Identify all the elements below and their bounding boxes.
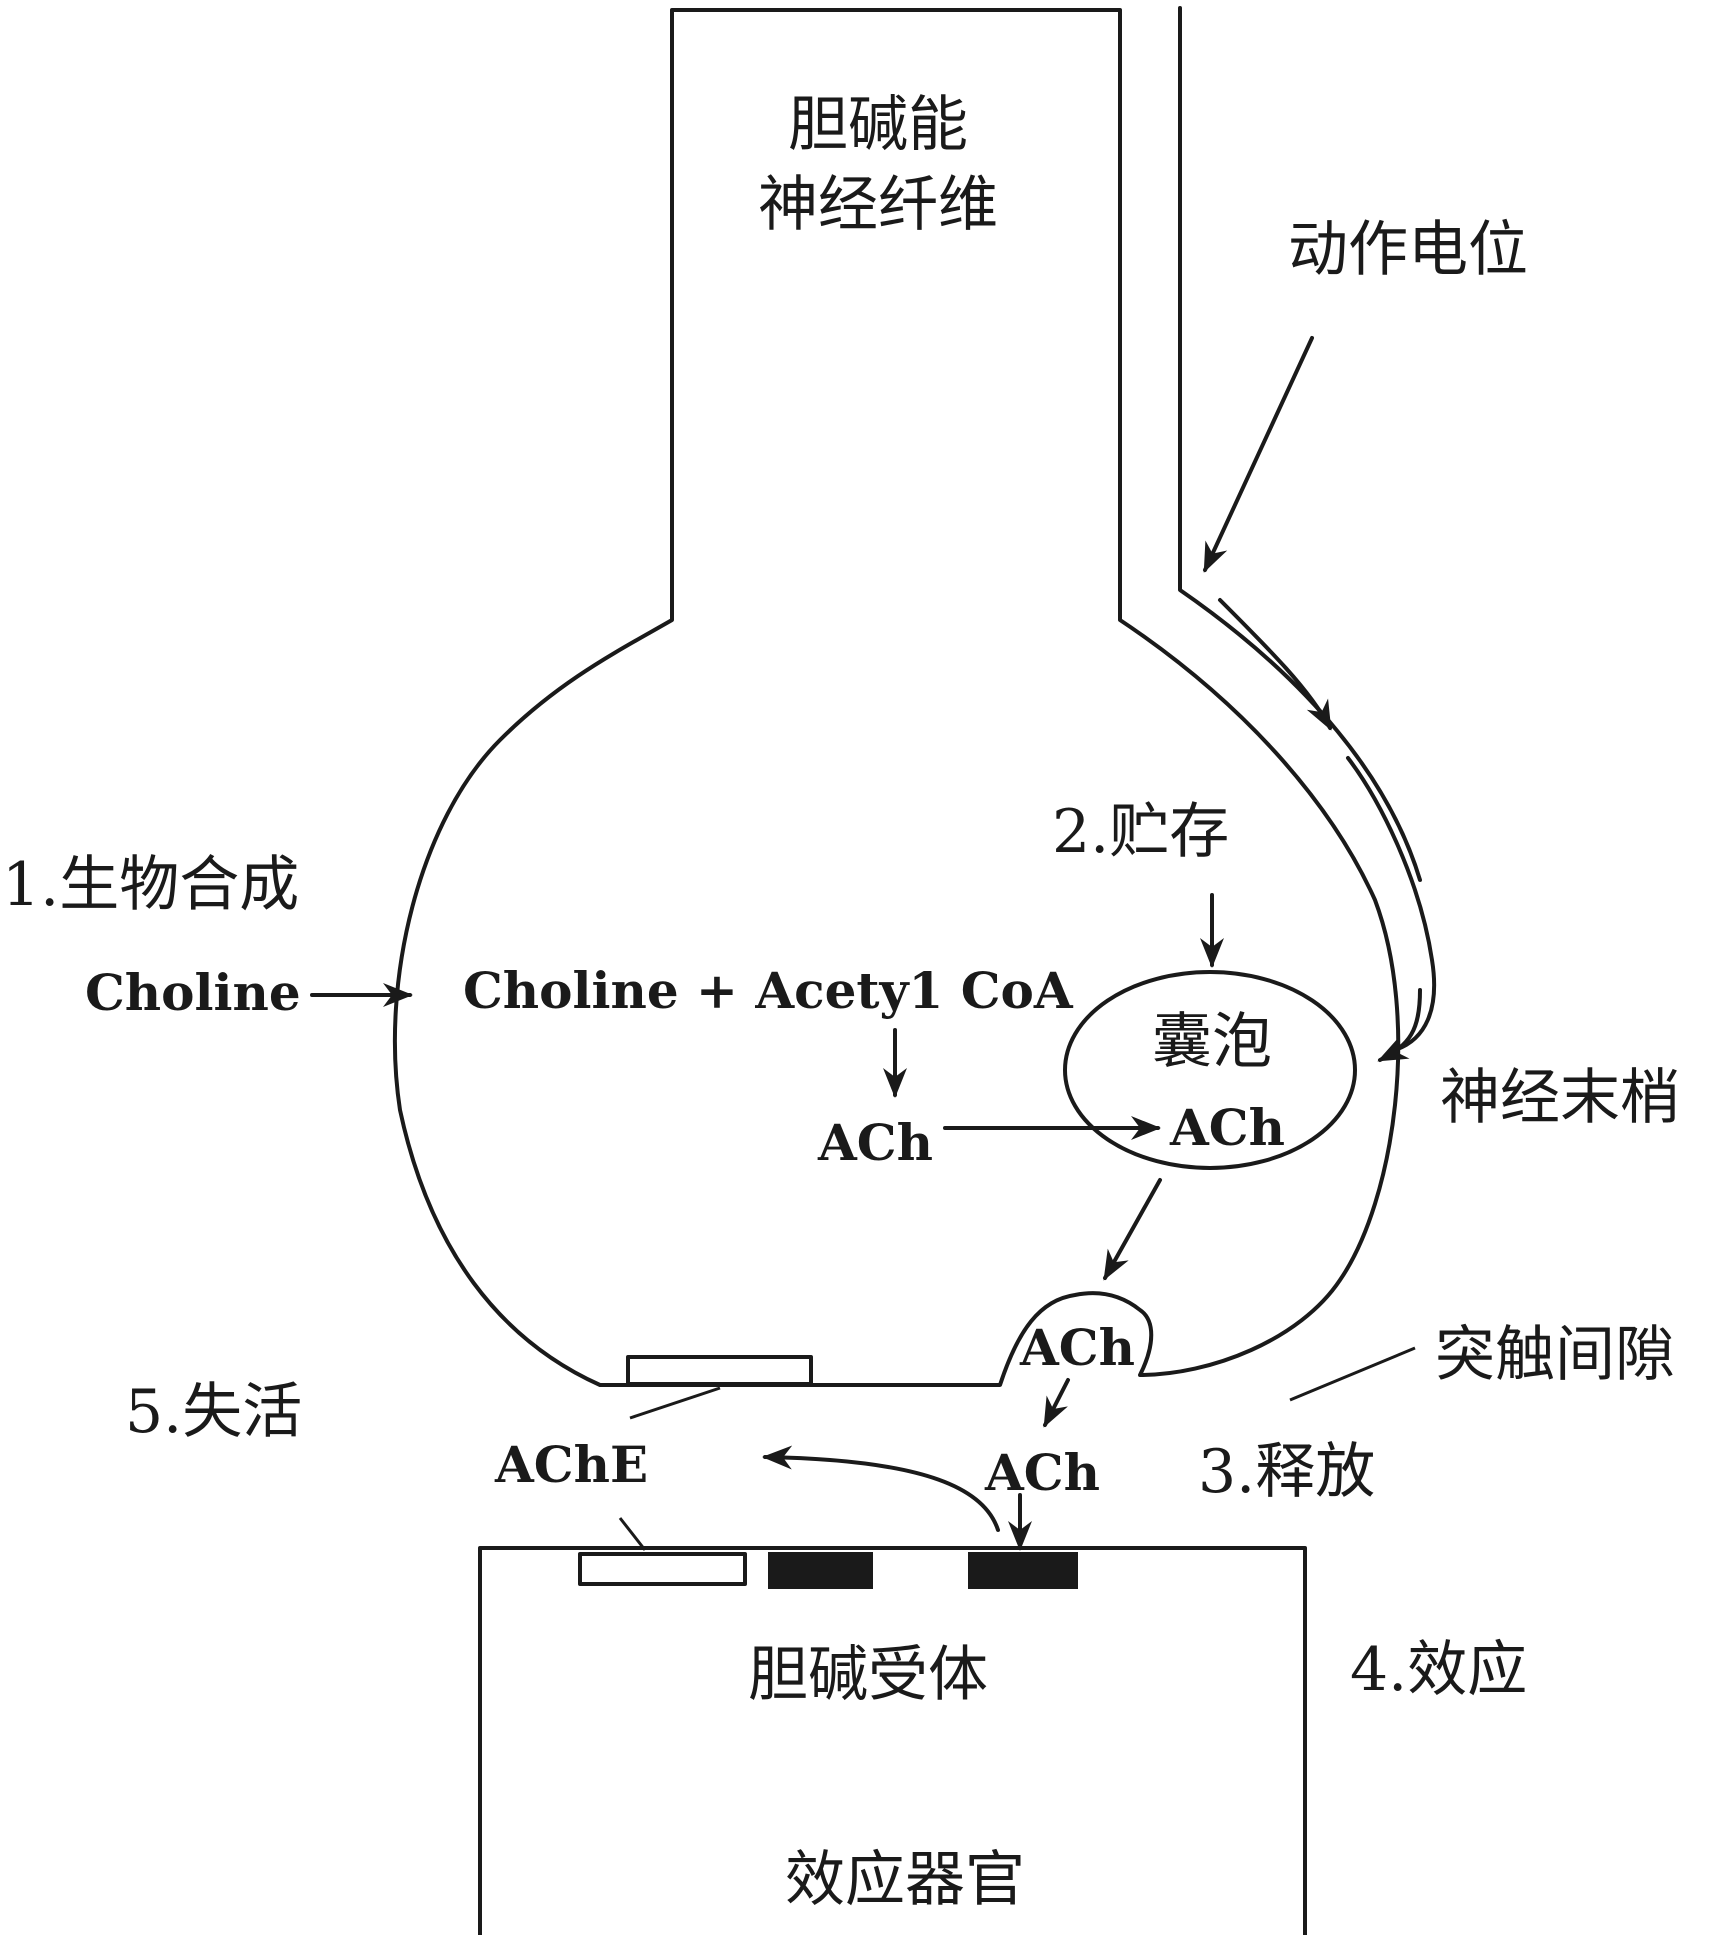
membrane-flow-arrow-bottom — [1377, 988, 1422, 1062]
ache-label: AChE — [494, 1435, 648, 1494]
postsynaptic-ache-box — [578, 1552, 747, 1586]
step3-release-label: 3.释放 — [1198, 1437, 1375, 1507]
nerve-terminal-label: 神经末梢 — [1440, 1063, 1680, 1133]
choline-outside-label: Choline — [85, 963, 301, 1022]
ach-release-label: ACh — [1019, 1318, 1135, 1377]
step2-storage-label: 2.贮存 — [1052, 797, 1229, 867]
vesicle-label: 囊泡 — [1152, 1007, 1272, 1077]
choline-acetyl-coa-label: Choline + Acety1 CoA — [463, 961, 1074, 1020]
release-arrow — [1043, 1378, 1070, 1428]
outer-membrane-line — [1178, 6, 1422, 882]
presynaptic-ache-box — [626, 1355, 813, 1386]
ach-synthesized-label: ACh — [817, 1113, 933, 1172]
action-potential-arrow — [1203, 336, 1314, 573]
cholinergic-receptor-2 — [968, 1552, 1078, 1589]
fiber-label-line2: 神经纤维 — [758, 170, 998, 240]
vesicle-outline — [1063, 970, 1357, 1170]
effector-organ-outline — [478, 1546, 1307, 1935]
cholinergic-receptor-1 — [768, 1552, 873, 1589]
ach-to-ache-arrow — [762, 1445, 1000, 1532]
fiber-label-line1: 胆碱能 — [788, 90, 968, 160]
synaptic-cleft-pointer — [1289, 1346, 1416, 1402]
step1-biosynthesis-label: 1.生物合成 — [2, 850, 299, 920]
effector-organ-label: 效应器官 — [785, 1845, 1025, 1915]
vesicle-to-release-arrow — [1103, 1178, 1162, 1281]
synaptic-cleft-label: 突触间隙 — [1435, 1320, 1675, 1390]
ache-pointer-bottom — [618, 1517, 647, 1551]
step4-effect-label: 4.效应 — [1350, 1635, 1527, 1705]
nerve-fiber-outline — [392, 8, 1401, 1387]
ach-vesicle-label: ACh — [1169, 1098, 1285, 1157]
ach-cleft-label: ACh — [984, 1443, 1100, 1502]
action-potential-label: 动作电位 — [1288, 215, 1528, 285]
membrane-flow-arrow-top — [1218, 598, 1332, 731]
step5-inactivation-label: 5.失活 — [125, 1377, 302, 1447]
ache-pointer-top — [629, 1386, 721, 1420]
outer-membrane-line-lower — [1346, 756, 1437, 1052]
cholinergic-receptor-label: 胆碱受体 — [748, 1640, 988, 1710]
